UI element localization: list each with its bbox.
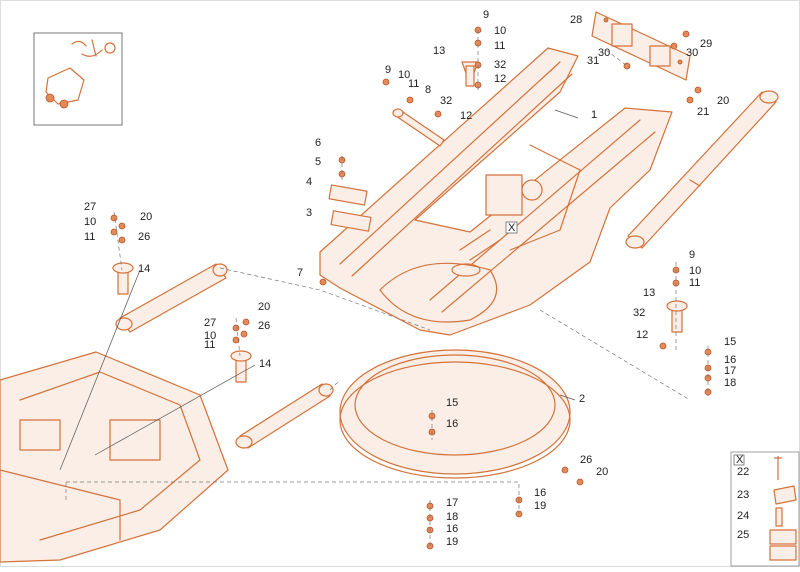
callout-18: 18: [446, 511, 458, 523]
hydraulic-cylinder-left-lower: [235, 383, 334, 449]
callout-20: 20: [596, 466, 608, 478]
callout-10: 10: [689, 265, 701, 277]
callout-6: 6: [315, 137, 321, 149]
callout-labels: 9 10 11 13 32 12 9 10 11 8 32 12 28 29 3…: [84, 9, 749, 548]
hydraulic-cylinder-left-upper: [115, 263, 228, 333]
callout-32: 32: [633, 307, 645, 319]
assembly-lines: [65, 30, 709, 548]
callout-30: 30: [598, 47, 610, 59]
callout-32: 32: [440, 95, 452, 107]
callout-31: 31: [587, 55, 599, 67]
fasteners: [110, 26, 712, 550]
callout-17: 17: [724, 365, 736, 377]
callout-9: 9: [385, 64, 391, 76]
pin-part-13-top: [461, 61, 479, 87]
callout-20: 20: [258, 301, 270, 313]
callout-9: 9: [689, 249, 695, 261]
shim-plate-part-4: [328, 184, 368, 206]
callout-20: 20: [140, 211, 152, 223]
callout-11: 11: [84, 231, 95, 243]
callout-27: 27: [84, 201, 96, 213]
callout-17: 17: [446, 497, 458, 509]
callout-16: 16: [724, 354, 736, 366]
callout-8: 8: [425, 84, 431, 96]
slewing-ring-part-2: [339, 349, 571, 479]
hydraulic-cylinder-right: [625, 90, 779, 249]
callout-9: 9: [483, 9, 489, 21]
callout-30: 30: [686, 47, 698, 59]
callout-22: 22: [737, 466, 749, 478]
callout-19: 19: [534, 500, 546, 512]
detail-box-marker-text: X: [736, 454, 744, 466]
callout-29: 29: [700, 38, 712, 50]
callout-13: 13: [433, 45, 445, 57]
callout-19: 19: [446, 536, 458, 548]
callout-16: 16: [446, 418, 458, 430]
detail-box: X: [730, 451, 800, 567]
callout-10: 10: [204, 330, 216, 342]
callout-32: 32: [494, 59, 506, 71]
callout-15: 15: [724, 336, 736, 348]
callout-26: 26: [258, 320, 270, 332]
base-chassis: [0, 351, 229, 563]
callout-15: 15: [446, 397, 458, 409]
callout-5: 5: [315, 156, 321, 168]
callout-2: 2: [579, 393, 585, 405]
callout-11: 11: [689, 277, 700, 289]
pin-part-8: [392, 108, 445, 147]
callout-12: 12: [494, 73, 506, 85]
callout-12: 12: [636, 329, 648, 341]
pin-part-13-right: [666, 300, 688, 333]
callout-27: 27: [204, 317, 216, 329]
frame-detail-marker: [505, 221, 518, 234]
bracket-plate-part-28: [591, 11, 691, 81]
callout-11: 11: [204, 339, 215, 351]
callout-14: 14: [259, 358, 271, 370]
pin-part-14-upper: [112, 262, 134, 295]
callout-25: 25: [737, 529, 749, 541]
callout-4: 4: [306, 176, 312, 188]
callout-7: 7: [297, 267, 303, 279]
callout-24: 24: [737, 510, 749, 522]
callout-18: 18: [724, 377, 736, 389]
overview-thumbnail: [33, 32, 123, 126]
callout-12: 12: [460, 110, 472, 122]
callout-26: 26: [138, 231, 150, 243]
callout-1: 1: [591, 109, 597, 121]
callout-11: 11: [408, 78, 419, 90]
callout-13: 13: [643, 287, 655, 299]
callout-16: 16: [446, 523, 458, 535]
callout-26: 26: [580, 454, 592, 466]
callout-28: 28: [570, 14, 582, 26]
leader-lines: [59, 109, 579, 471]
frame-detail-marker-text: X: [508, 222, 516, 234]
callout-21: 21: [697, 106, 709, 118]
callout-23: 23: [737, 489, 749, 501]
callout-10: 10: [398, 69, 410, 81]
callout-14: 14: [138, 263, 150, 275]
callout-11: 11: [494, 40, 505, 52]
callout-3: 3: [306, 207, 312, 219]
callout-16: 16: [534, 487, 546, 499]
main-frame-part-1: [319, 47, 673, 336]
callout-20: 20: [717, 95, 729, 107]
shim-plate-part-3: [330, 210, 372, 232]
callout-10: 10: [84, 216, 96, 228]
pin-part-14-lower: [230, 350, 252, 383]
callout-10: 10: [494, 25, 506, 37]
